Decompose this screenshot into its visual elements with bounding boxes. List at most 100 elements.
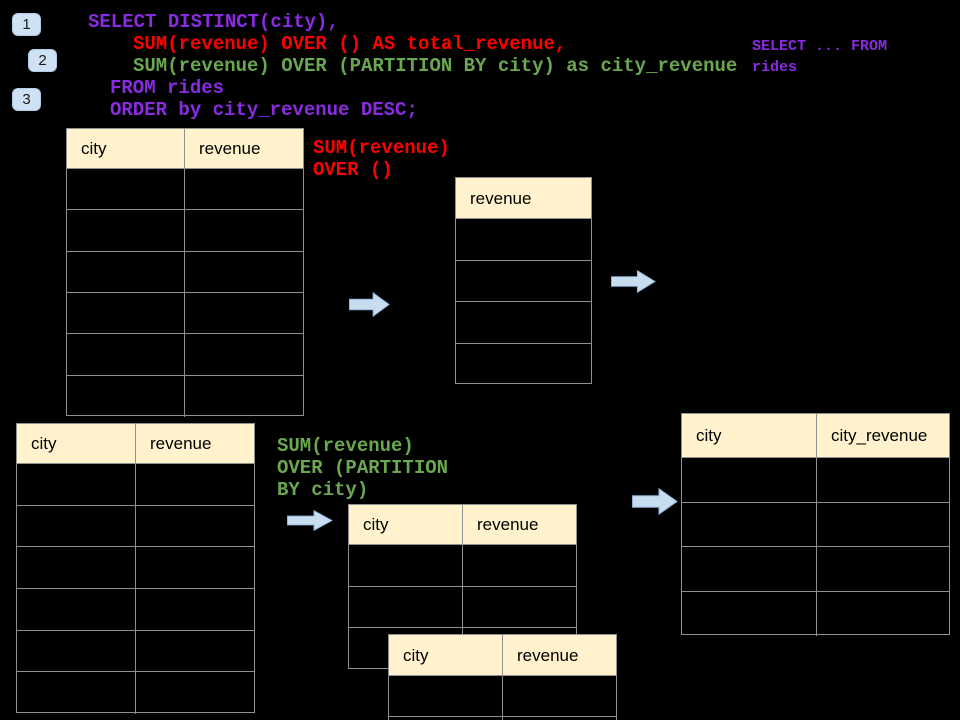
table-row xyxy=(456,261,591,303)
table-row xyxy=(682,458,949,503)
empty-cell xyxy=(17,588,136,631)
table-row xyxy=(67,375,303,417)
column-header: revenue xyxy=(470,188,532,208)
empty-cell xyxy=(682,502,817,547)
empty-cell xyxy=(67,375,185,417)
column-header: revenue xyxy=(199,139,261,158)
empty-cell xyxy=(185,169,303,210)
empty-cell xyxy=(682,547,817,592)
table-row xyxy=(349,586,576,629)
empty-cell xyxy=(389,717,503,720)
empty-cell xyxy=(17,547,136,589)
corner-note-line1: SELECT ... FROM xyxy=(752,38,888,55)
empty-cell xyxy=(389,676,503,717)
table-row xyxy=(17,588,254,631)
column-header: city_revenue xyxy=(830,426,928,445)
empty-cell xyxy=(136,631,254,673)
empty-cell xyxy=(136,589,254,631)
column-header: city xyxy=(389,635,503,676)
table-row xyxy=(389,717,616,720)
flow-arrow-from-total xyxy=(611,270,656,293)
annotation-total-line2: OVER () xyxy=(313,159,393,181)
column-header: city xyxy=(349,505,463,545)
sql-line-from: FROM rides xyxy=(110,77,225,99)
empty-cell xyxy=(456,261,591,303)
empty-cell xyxy=(136,672,254,714)
empty-cell xyxy=(463,545,576,587)
table-row xyxy=(67,251,303,293)
annotation-partition-line1: SUM(revenue) xyxy=(277,435,414,457)
empty-cell xyxy=(185,376,303,417)
empty-cell xyxy=(67,334,185,376)
empty-cell xyxy=(136,506,254,548)
sql-line-order: ORDER by city_revenue DESC; xyxy=(110,99,418,121)
empty-cell xyxy=(17,672,136,714)
table-row xyxy=(67,292,303,335)
empty-cell xyxy=(349,545,463,587)
table-row xyxy=(17,464,254,506)
column-header: city xyxy=(17,424,136,464)
sql-line-total: SUM(revenue) OVER () AS total_revenue, xyxy=(133,33,567,55)
column-header: revenue xyxy=(150,434,212,453)
empty-cell xyxy=(185,210,303,251)
flow-arrow-to-total xyxy=(349,292,390,317)
annotation-total-line1: SUM(revenue) xyxy=(313,137,450,159)
annotation-partition-line2: OVER (PARTITION xyxy=(277,457,449,479)
table-row xyxy=(67,210,303,252)
column-header: city xyxy=(682,414,817,458)
empty-cell xyxy=(456,219,591,261)
step-badge-3: 3 xyxy=(12,88,41,111)
table-row xyxy=(389,676,616,717)
corner-note-line2: rides xyxy=(752,59,798,76)
step-badge-2: 2 xyxy=(28,49,57,72)
table-city-revenue-result: city city_revenue xyxy=(681,413,950,637)
annotation-partition-line3: BY city) xyxy=(277,479,369,501)
table-row xyxy=(456,219,591,261)
empty-cell xyxy=(17,464,136,506)
empty-cell xyxy=(67,251,185,293)
table-row xyxy=(17,672,254,714)
empty-cell xyxy=(67,210,185,252)
table-partition-step-overlap: city revenue xyxy=(388,634,617,720)
table-row xyxy=(67,334,303,376)
table-row xyxy=(682,591,949,637)
empty-cell xyxy=(67,169,185,211)
table-row xyxy=(456,302,591,344)
table-row xyxy=(456,344,591,386)
flow-arrow-to-result xyxy=(632,488,678,515)
step-badge-1: 1 xyxy=(12,13,41,36)
sql-line-select: SELECT DISTINCT(city), xyxy=(88,11,339,33)
empty-cell xyxy=(682,591,817,636)
empty-cell xyxy=(136,464,254,506)
empty-cell xyxy=(17,505,136,548)
table-row xyxy=(17,505,254,548)
empty-cell xyxy=(17,630,136,673)
empty-cell xyxy=(682,458,817,503)
table-rides-input-1: city revenue xyxy=(66,128,304,417)
table-row xyxy=(67,169,303,211)
empty-cell xyxy=(67,292,185,335)
table-row xyxy=(682,547,949,592)
column-header: city xyxy=(67,129,185,169)
empty-cell xyxy=(185,293,303,334)
empty-cell xyxy=(185,252,303,293)
empty-cell xyxy=(349,586,463,629)
table-partition-step: city revenue xyxy=(348,504,577,670)
table-row xyxy=(682,502,949,548)
column-header: revenue xyxy=(477,515,539,534)
flow-arrow-to-partition xyxy=(287,510,333,531)
empty-cell xyxy=(136,547,254,589)
sql-line-partition: SUM(revenue) OVER (PARTITION BY city) as… xyxy=(133,55,738,77)
table-row xyxy=(17,547,254,589)
table-total-revenue-output: revenue xyxy=(455,177,592,384)
empty-cell xyxy=(463,587,576,629)
empty-cell xyxy=(503,676,616,717)
table-row xyxy=(17,630,254,673)
column-header: revenue xyxy=(517,645,579,665)
table-row xyxy=(349,545,576,587)
empty-cell xyxy=(817,503,949,548)
empty-cell xyxy=(817,592,949,637)
empty-cell xyxy=(817,458,949,503)
empty-cell xyxy=(817,547,949,592)
empty-cell xyxy=(456,302,591,344)
